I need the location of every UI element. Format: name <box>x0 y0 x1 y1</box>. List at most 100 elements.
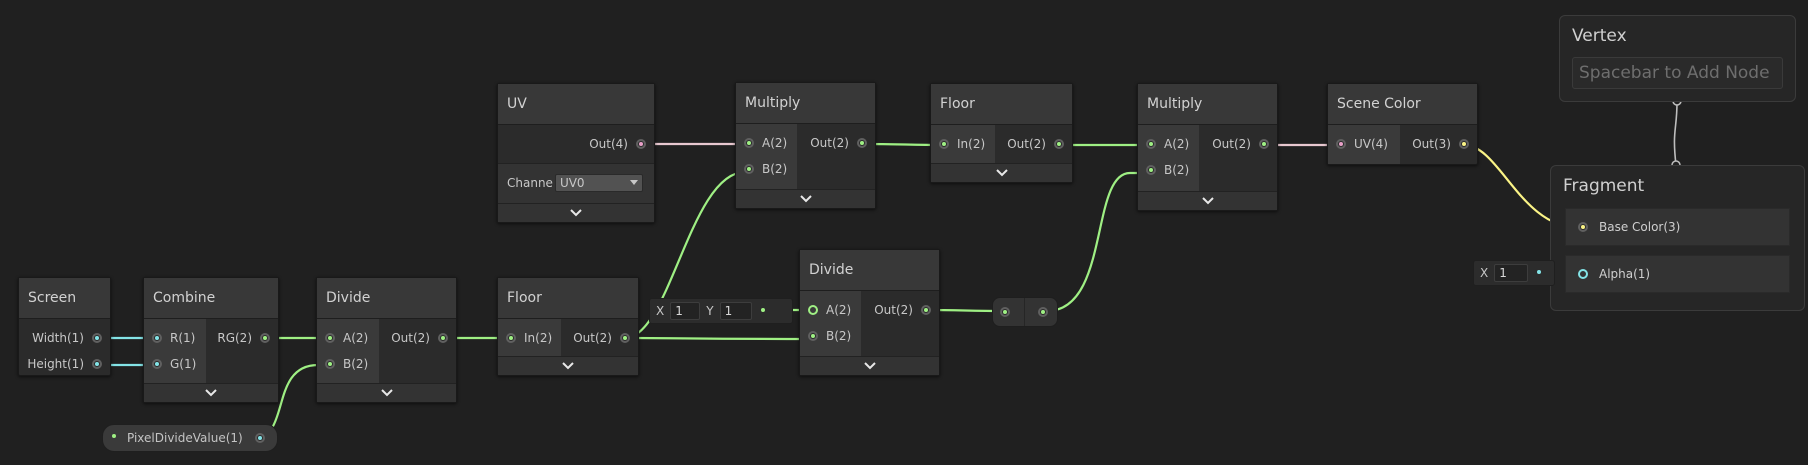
port-in[interactable]: In(2) <box>506 325 552 351</box>
block-base-color[interactable]: Base Color(3) <box>1565 208 1790 246</box>
expand-button[interactable] <box>736 189 875 208</box>
port-label: In(2) <box>524 331 553 345</box>
add-node-placeholder[interactable]: Spacebar to Add Node <box>1572 57 1783 89</box>
reroute-node[interactable] <box>992 297 1058 327</box>
fragment-context[interactable]: Fragment Base Color(3) Alpha(1) <box>1550 165 1805 311</box>
port-dot-icon[interactable] <box>921 305 931 315</box>
port-out[interactable]: Out(2) <box>391 325 448 351</box>
port-dot-icon[interactable] <box>1146 165 1156 175</box>
port-r-in[interactable]: R(1) <box>152 325 195 351</box>
node-title: Divide <box>317 278 456 319</box>
wire-floor-to-divide-b[interactable] <box>623 336 815 341</box>
x-value-input[interactable]: 1 <box>670 302 701 320</box>
vertex-context[interactable]: Vertex Spacebar to Add Node <box>1559 15 1796 102</box>
port-dot-icon[interactable] <box>260 333 270 343</box>
y-value-input[interactable]: 1 <box>719 302 752 320</box>
port-dot-icon[interactable] <box>1054 139 1064 149</box>
channel-dropdown[interactable]: UV0 <box>554 174 643 192</box>
port-dot-icon[interactable] <box>506 333 516 343</box>
port-dot-icon[interactable] <box>636 139 646 149</box>
port-dot-icon[interactable] <box>325 333 335 343</box>
channel-label: Channe <box>507 176 553 190</box>
node-multiply-2[interactable]: Multiply A(2) B(2) Out(2) <box>1137 83 1278 211</box>
port-dot-icon[interactable] <box>152 333 162 343</box>
port-out[interactable]: Out(2) <box>810 130 867 156</box>
port-dot-icon[interactable] <box>620 333 630 343</box>
chevron-down-icon <box>863 362 876 370</box>
port-a-in[interactable]: A(2) <box>808 297 851 323</box>
port-out[interactable]: Out(3) <box>1412 131 1469 157</box>
expand-button[interactable] <box>931 163 1072 182</box>
port-a-in[interactable]: A(2) <box>325 325 368 351</box>
port-a-in[interactable]: A(2) <box>1146 131 1189 157</box>
port-dot-icon[interactable] <box>808 305 818 315</box>
port-height-out[interactable]: Height(1) <box>27 351 102 377</box>
expand-button[interactable] <box>800 356 939 375</box>
port-in[interactable]: In(2) <box>939 131 985 157</box>
port-dot-icon[interactable] <box>808 331 818 341</box>
port-b-in[interactable]: B(2) <box>325 351 368 377</box>
port-dot-icon[interactable] <box>1459 139 1469 149</box>
inline-alpha-input[interactable]: X 1 <box>1473 260 1555 286</box>
port-label: Out(2) <box>874 303 913 317</box>
port-dot-icon[interactable] <box>1536 269 1544 277</box>
fragment-title: Fragment <box>1563 176 1645 196</box>
port-out[interactable]: Out(2) <box>1212 131 1269 157</box>
expand-button[interactable] <box>498 203 654 222</box>
port-dot-icon[interactable] <box>438 333 448 343</box>
node-combine[interactable]: Combine R(1) G(1) RG(2) <box>143 277 279 403</box>
port-dot-icon[interactable] <box>1336 139 1346 149</box>
expand-button[interactable] <box>1138 191 1277 210</box>
expand-button[interactable] <box>498 356 638 375</box>
port-a-in[interactable]: A(2) <box>744 130 787 156</box>
port-dot-icon[interactable] <box>939 139 949 149</box>
wire-reroute-to-multiply-b[interactable] <box>1045 171 1153 313</box>
port-dot-icon[interactable] <box>254 433 265 443</box>
port-label: A(2) <box>343 331 369 345</box>
property-node-pixeldividevalue[interactable]: PixelDivideValue(1) <box>102 424 278 452</box>
node-floor-1[interactable]: Floor In(2) Out(2) <box>497 277 639 376</box>
port-label: Out(2) <box>1212 137 1251 151</box>
port-out[interactable]: Out(2) <box>573 325 630 351</box>
port-uv-in[interactable]: UV(4) <box>1336 131 1388 157</box>
port-dot-icon[interactable] <box>1146 139 1156 149</box>
wire-vertex-to-fragment <box>1673 101 1678 166</box>
port-label: UV(4) <box>1354 137 1388 151</box>
inline-vec2-input[interactable]: X 1 Y 1 <box>649 298 793 324</box>
node-floor-2[interactable]: Floor In(2) Out(2) <box>930 83 1073 183</box>
port-dot-icon[interactable] <box>760 307 768 315</box>
port-out[interactable]: Out(2) <box>874 297 931 323</box>
port-b-in[interactable]: B(2) <box>1146 157 1189 183</box>
x-label: X <box>656 304 665 318</box>
node-divide-2[interactable]: Divide A(2) B(2) Out(2) <box>799 249 940 376</box>
expand-button[interactable] <box>144 383 278 402</box>
reroute-out-icon[interactable] <box>1038 307 1048 317</box>
port-label: B(2) <box>762 162 788 176</box>
port-dot-icon[interactable] <box>152 359 162 369</box>
expand-button[interactable] <box>317 383 456 402</box>
port-out[interactable]: Out(4) <box>589 131 646 157</box>
reroute-in-icon[interactable] <box>1000 307 1010 317</box>
port-b-in[interactable]: B(2) <box>744 156 787 182</box>
port-g-in[interactable]: G(1) <box>152 351 196 377</box>
port-dot-icon[interactable] <box>1578 269 1588 279</box>
port-dot-icon[interactable] <box>325 359 335 369</box>
node-divide-1[interactable]: Divide A(2) B(2) Out(2) <box>316 277 457 403</box>
port-dot-icon[interactable] <box>92 359 102 369</box>
port-dot-icon[interactable] <box>92 333 102 343</box>
node-screen[interactable]: Screen Width(1) Height(1) <box>18 277 111 376</box>
x-value-input[interactable]: 1 <box>1494 264 1529 282</box>
port-dot-icon[interactable] <box>744 164 754 174</box>
port-out[interactable]: Out(2) <box>1007 131 1064 157</box>
port-dot-icon[interactable] <box>1578 222 1588 232</box>
port-dot-icon[interactable] <box>857 138 867 148</box>
port-dot-icon[interactable] <box>744 138 754 148</box>
port-width-out[interactable]: Width(1) <box>32 325 102 351</box>
node-multiply-1[interactable]: Multiply A(2) B(2) Out(2) <box>735 82 876 209</box>
node-scene-color[interactable]: Scene Color UV(4) Out(3) <box>1327 83 1478 165</box>
port-dot-icon[interactable] <box>1259 139 1269 149</box>
port-rg-out[interactable]: RG(2) <box>217 325 270 351</box>
block-alpha[interactable]: Alpha(1) <box>1565 255 1790 293</box>
port-b-in[interactable]: B(2) <box>808 323 851 349</box>
node-uv[interactable]: UV Out(4) Channe UV0 <box>497 83 655 223</box>
